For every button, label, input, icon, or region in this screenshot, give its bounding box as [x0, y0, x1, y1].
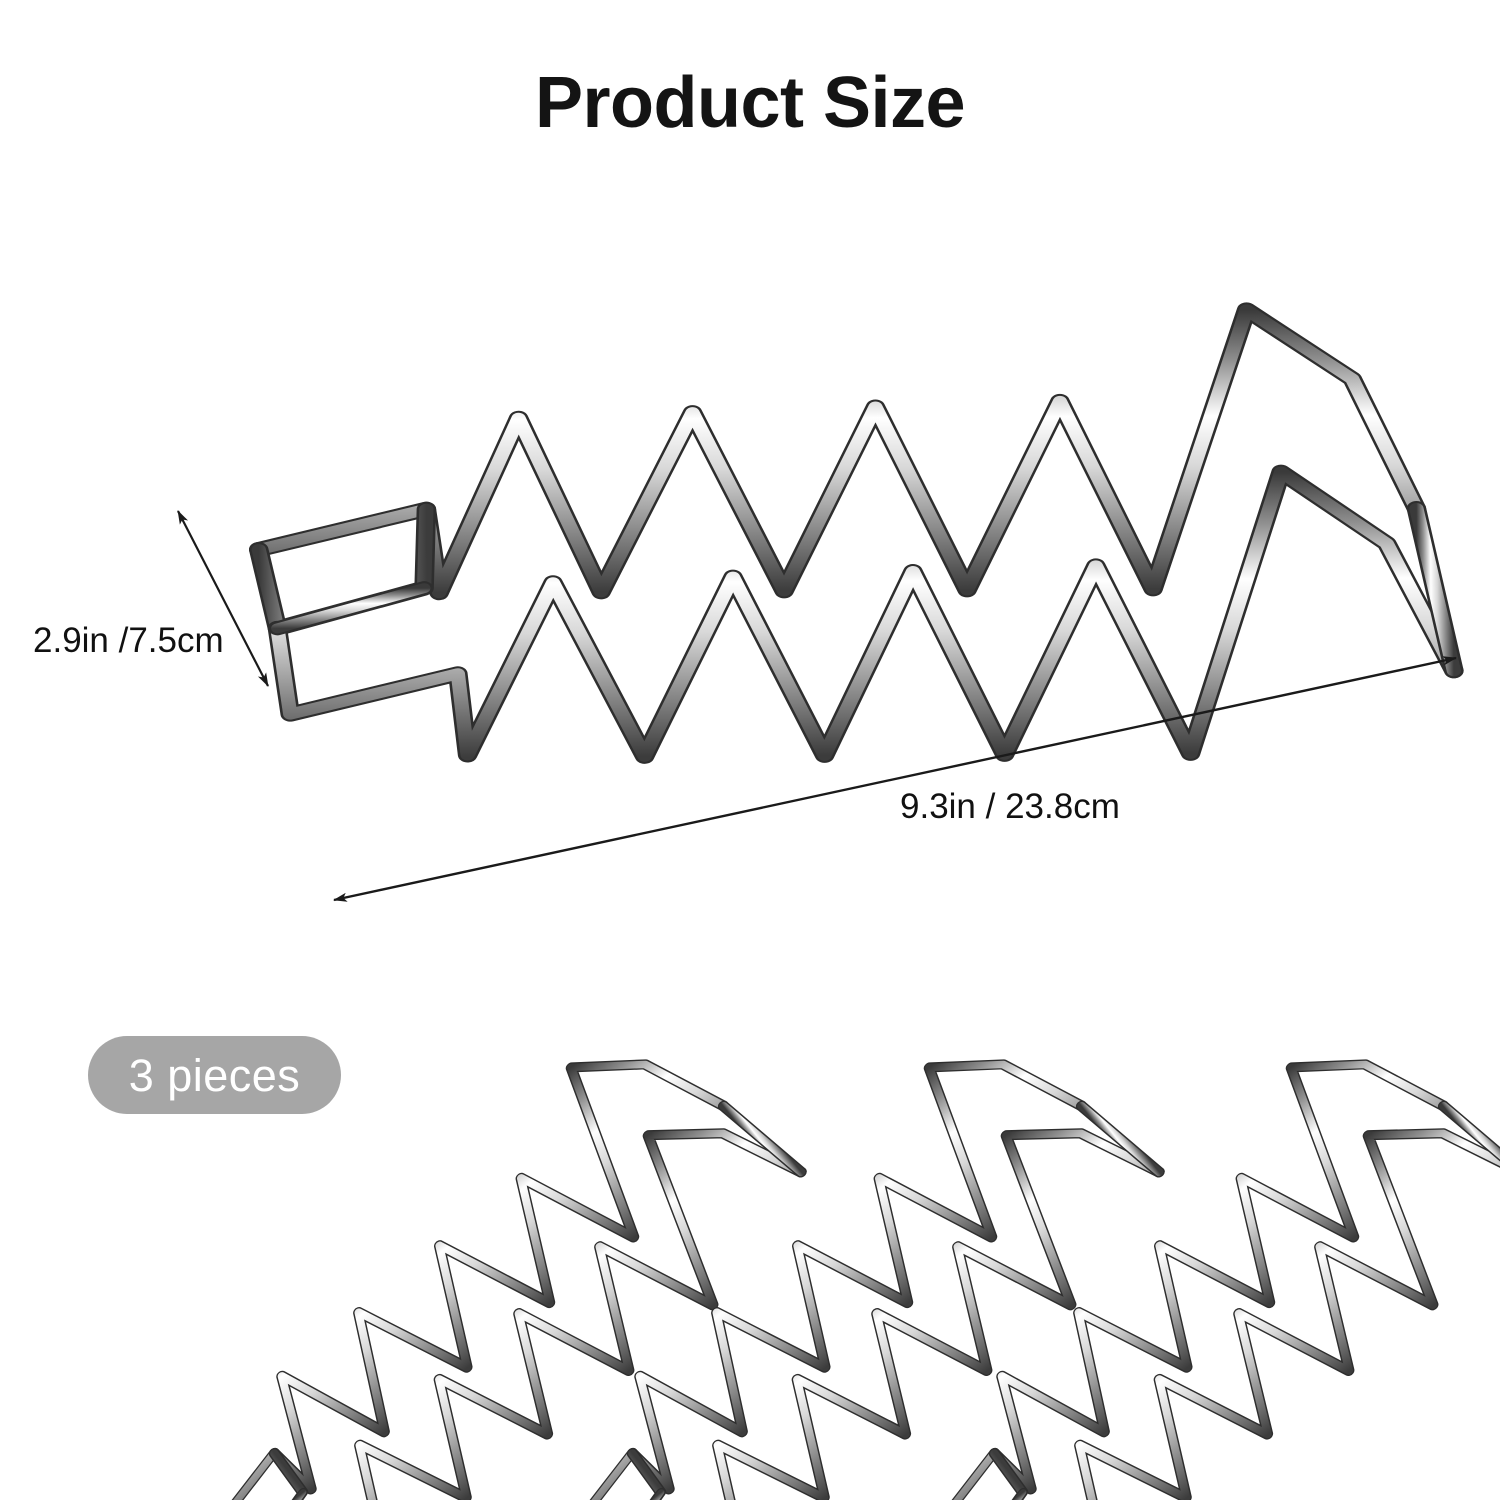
group-rack-2 [482, 995, 1191, 1500]
pieces-count-badge-label: 3 pieces [128, 1049, 301, 1101]
pieces-count-badge: 3 pieces [88, 1036, 341, 1114]
height-dimension-label: 2.9in /7.5cm [33, 621, 224, 660]
length-dimension-line [333, 656, 1457, 902]
length-dimension-label: 9.3in / 23.8cm [900, 787, 1120, 826]
hero-rack [257, 309, 1455, 759]
group-rack-3 [844, 995, 1500, 1500]
page-title: Product Size [534, 63, 966, 143]
